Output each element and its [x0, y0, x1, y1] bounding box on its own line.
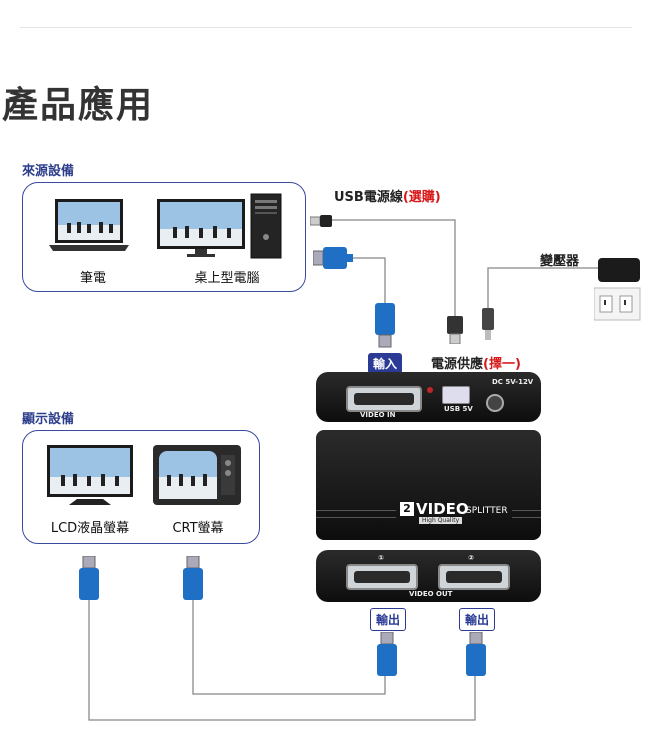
splitter-body: 2 VIDEO SPLITTER High Quality	[316, 430, 541, 540]
power-note: (擇一)	[483, 357, 521, 372]
usb-cable-label: USB電源線(選購)	[334, 186, 441, 205]
brand-video: VIDEO	[416, 500, 469, 518]
vga-plug-input-icon	[372, 303, 398, 353]
brand-tag: High Quality	[419, 517, 463, 524]
power-text: 電源供應	[431, 357, 484, 372]
power-label: 電源供應(擇一)	[431, 353, 521, 372]
brand-number: 2	[400, 502, 414, 516]
usb-plug-icon	[309, 213, 332, 232]
vga-plug-source-icon	[312, 247, 353, 273]
dc-jack	[486, 394, 504, 412]
vga-plug-crt-icon	[180, 555, 206, 606]
sources-heading: 來源設備	[22, 164, 75, 179]
crt-label: CRT螢幕	[172, 521, 224, 536]
dc-plug-icon	[480, 308, 496, 344]
video-in-label: VIDEO IN	[360, 411, 396, 419]
top-divider	[20, 27, 632, 28]
brand-splitter: SPLITTER	[466, 506, 508, 516]
displays-box: LCD液晶螢幕 CRT螢幕	[22, 430, 260, 544]
power-led-icon	[427, 387, 433, 393]
lcd-monitor-icon	[47, 445, 133, 509]
port-2-label: ②	[468, 554, 474, 562]
desktop-monitor-icon	[155, 199, 247, 257]
page-title: 產品應用	[2, 85, 155, 126]
desktop-label: 桌上型電腦	[194, 271, 260, 286]
splitter-front-panel: ① ② VIDEO OUT	[316, 550, 541, 602]
output-badge-2: 輸出	[459, 608, 496, 631]
transformer-icon	[593, 258, 644, 328]
usb-port-label: USB 5V	[444, 405, 473, 413]
vga-plug-lcd-icon	[76, 555, 102, 606]
input-badge: 輸入	[368, 353, 403, 374]
dc-label: DC 5V-12V	[492, 378, 534, 386]
vga-plug-output-1-icon	[374, 631, 400, 682]
vga-out-port-2	[438, 564, 510, 590]
vga-out-port-1	[346, 564, 418, 590]
displays-heading: 顯示設備	[22, 412, 75, 427]
stripe-right	[512, 510, 541, 518]
crt-monitor-icon	[153, 445, 241, 507]
splitter-back-panel: VIDEO IN USB 5V DC 5V-12V	[316, 372, 541, 422]
usb-plug-power-icon	[446, 316, 464, 348]
stripe-left	[316, 510, 396, 518]
usb-cable-note: (選購)	[402, 190, 441, 205]
laptop-label: 筆電	[79, 271, 106, 286]
vga-in-port	[346, 386, 422, 412]
laptop-icon	[49, 197, 129, 251]
usb-cable-text: USB電源線	[334, 190, 403, 205]
desktop-tower-icon	[250, 193, 282, 259]
transformer-label: 變壓器	[540, 254, 580, 269]
port-1-label: ①	[378, 554, 384, 562]
lcd-label: LCD液晶螢幕	[50, 521, 130, 536]
output-badge-1: 輸出	[370, 608, 407, 631]
video-out-label: VIDEO OUT	[409, 590, 453, 598]
vga-plug-output-2-icon	[463, 631, 489, 682]
usb-port	[442, 386, 470, 404]
sources-box: 筆電 桌上型電腦	[22, 182, 306, 292]
